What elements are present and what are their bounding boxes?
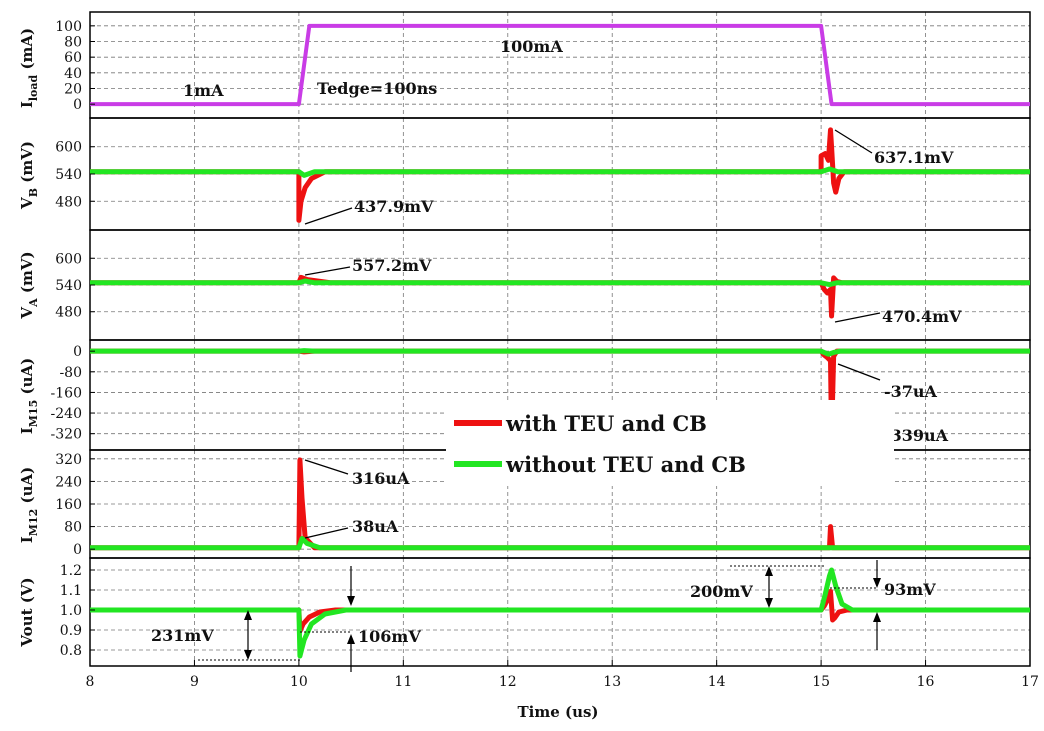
series-im15-without: [90, 348, 1030, 357]
ytick-label-va-0: 480: [55, 305, 82, 321]
annotation-557-2mv: 557.2mV: [352, 256, 432, 275]
annotation-100ma: 100mA: [500, 37, 563, 56]
series-iload-load: [90, 23, 1030, 107]
ytick-label-im15-0: 0: [73, 344, 82, 360]
ytick-label-va-1: 540: [55, 278, 82, 294]
ytick-label-vb-0: 480: [55, 194, 82, 210]
ylabel-vout-text: Vout (V): [18, 577, 36, 647]
ytick-label-im15-1: -80: [59, 365, 82, 381]
xtick-label-0: 8: [86, 674, 95, 690]
annotation-tedge: Tedge=100ns: [317, 79, 437, 98]
ytick-label-iload-4: 80: [64, 35, 82, 51]
ytick-label-iload-5: 100: [55, 19, 82, 35]
ytick-label-vout-0: 0.8: [60, 643, 82, 659]
series-layer: [90, 23, 1030, 659]
annotation-316ua: 316uA: [352, 469, 410, 488]
legend-label-with: with TEU and CB: [505, 411, 707, 436]
ytick-label-iload-2: 40: [64, 66, 82, 82]
ytick-label-vout-2: 1.0: [60, 603, 82, 619]
ytick-label-iload-1: 20: [64, 82, 82, 98]
ytick-label-im12-3: 240: [55, 474, 82, 490]
ylabel-im15: IM15 (uA): [18, 358, 40, 434]
annotations: 1mA 100mA Tedge=100ns 437.9mV 637.1mV 55…: [151, 37, 962, 672]
series-vb-with: [90, 127, 1030, 223]
svg-text:IM12 (uA): IM12 (uA): [18, 467, 40, 543]
annotation-minus339ua: -339uA: [884, 426, 949, 445]
svg-text:IM15 (uA): IM15 (uA): [18, 358, 40, 434]
series-vb-without: [90, 166, 1030, 178]
ytick-label-va-2: 600: [55, 251, 82, 267]
annotation-minus37ua: -37uA: [884, 382, 938, 401]
ylabel-iload: Iload (mA): [18, 28, 40, 108]
xtick-label-2: 10: [290, 674, 308, 690]
ytick-label-im12-1: 80: [64, 520, 82, 536]
annotation-93mv: 93mV: [884, 580, 936, 599]
svg-text:VB (mV): VB (mV): [18, 141, 40, 210]
ytick-label-im15-4: -320: [51, 427, 82, 443]
series-im12-without: [90, 535, 1030, 551]
ylabel-va: VA (mV): [18, 251, 40, 319]
annotation-1ma: 1mA: [183, 81, 224, 100]
annotation-437-9mv: 437.9mV: [354, 197, 434, 216]
ytick-label-im12-2: 160: [55, 497, 82, 513]
xtick-label-7: 15: [812, 674, 830, 690]
series-vout-without: [90, 567, 1030, 659]
ytick-label-vb-2: 600: [55, 140, 82, 156]
panel-frame-iload: [89, 11, 1031, 119]
annotation-106mv: 106mV: [358, 627, 421, 646]
series-va-without: [90, 278, 1030, 288]
xtick-label-9: 17: [1021, 674, 1039, 690]
xtick-label-6: 14: [708, 674, 726, 690]
ytick-label-vout-4: 1.2: [60, 563, 82, 579]
annotation-231mv: 231mV: [151, 626, 214, 645]
ytick-label-vout-1: 0.9: [60, 623, 82, 639]
legend-label-without: without TEU and CB: [505, 452, 746, 477]
ytick-label-im15-3: -240: [51, 406, 82, 422]
ytick-label-im12-0: 0: [73, 542, 82, 558]
xtick-label-5: 13: [603, 674, 621, 690]
xtick-label-4: 12: [499, 674, 517, 690]
annotation-637-1mv: 637.1mV: [874, 148, 954, 167]
ylabel-im12: IM12 (uA): [18, 467, 40, 543]
annotation-470-4mv: 470.4mV: [882, 307, 962, 326]
svg-text:VA (mV): VA (mV): [18, 251, 40, 319]
grid-layer: [89, 12, 1031, 666]
xtick-label-1: 9: [190, 674, 199, 690]
frame-layer: [89, 11, 1031, 667]
x-axis-title: Time (us): [517, 703, 598, 721]
annotation-200mv: 200mV: [690, 582, 753, 601]
xtick-label-8: 16: [917, 674, 935, 690]
ytick-label-vb-1: 540: [55, 167, 82, 183]
ytick-label-im15-2: -160: [51, 385, 82, 401]
annotation-38ua: 38uA: [352, 517, 399, 536]
ylabel-vb: VB (mV): [18, 141, 40, 210]
ytick-label-vout-3: 1.1: [60, 583, 82, 599]
xtick-label-3: 11: [394, 674, 412, 690]
tick-layer: 0204060801004805406004805406000-80-160-2…: [51, 19, 1039, 690]
svg-text:Iload (mA): Iload (mA): [18, 28, 40, 108]
ytick-label-im12-4: 320: [55, 452, 82, 468]
ylabel-vout: Vout (V): [18, 577, 36, 647]
legend: with TEU and CB without TEU and CB: [446, 400, 894, 486]
ytick-label-iload-3: 60: [64, 50, 82, 66]
ytick-label-iload-0: 0: [73, 97, 82, 113]
